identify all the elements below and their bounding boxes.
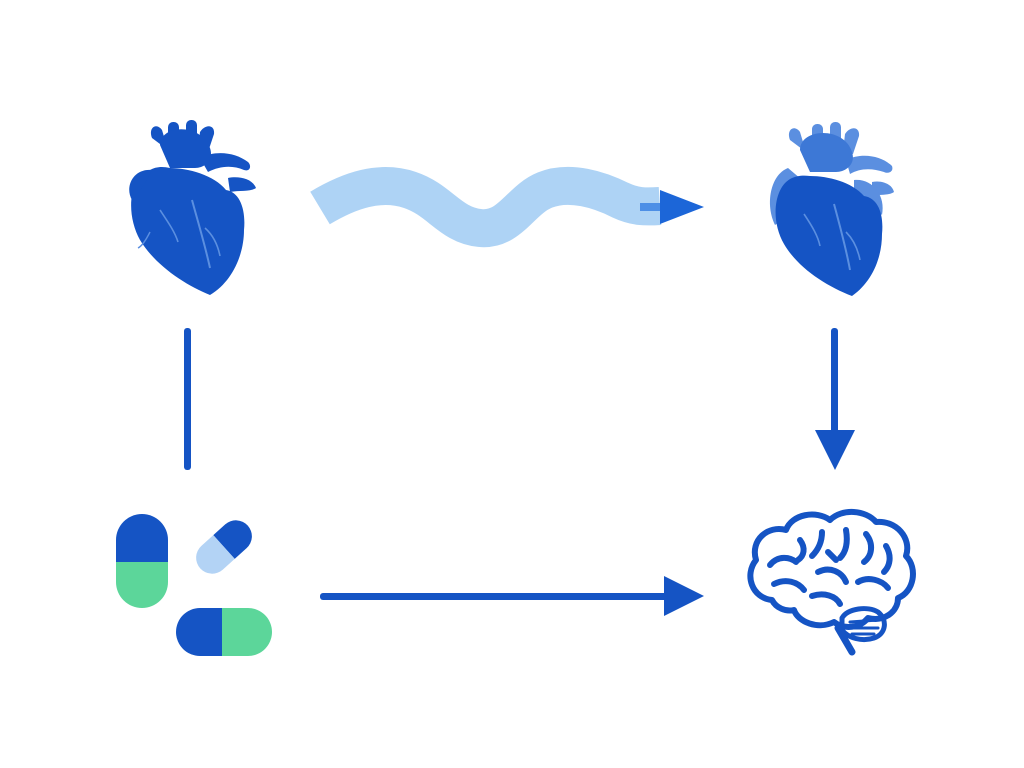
down-arrow-connector <box>815 328 855 470</box>
heart-icon <box>769 122 894 296</box>
wave-arrow-connector <box>310 166 704 248</box>
right-arrow-connector <box>320 576 704 616</box>
arrow-head <box>815 430 855 470</box>
arrow-head <box>664 576 704 616</box>
line-connector <box>184 328 191 470</box>
pills-icon <box>116 514 272 656</box>
capsule-horizontal <box>176 608 272 656</box>
heart-icon <box>129 120 256 295</box>
arrow-head <box>660 190 704 224</box>
capsule-vertical <box>116 514 168 608</box>
brain-icon <box>747 509 916 656</box>
capsule-tilted <box>196 520 252 574</box>
